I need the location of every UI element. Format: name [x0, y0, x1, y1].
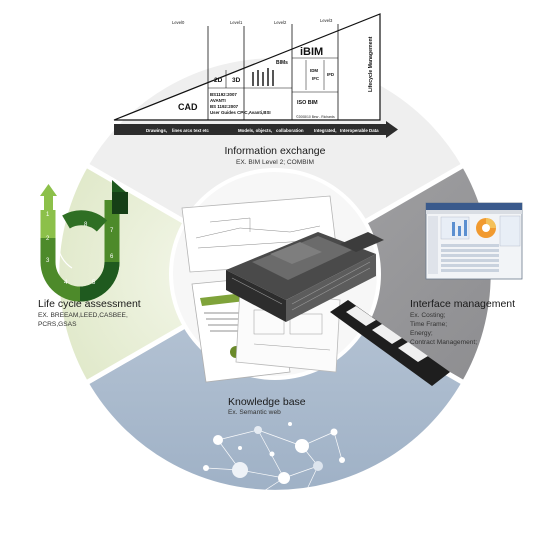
lifecycle-num-4: 4	[64, 280, 68, 286]
ifd-label: IFD	[327, 72, 334, 77]
center-collage	[181, 195, 450, 386]
knowledge-base-title: Knowledge base	[228, 396, 306, 408]
maturity-axis-arrowhead	[386, 121, 398, 138]
lifecycle-num-6: 6	[110, 254, 114, 260]
bim-maturity-diagram: Level0 Level1 Level2 Level3 CAD 2D 3D BI…	[113, 13, 398, 138]
lifecycle-num-2: 2	[46, 236, 50, 242]
3d-label: 3D	[232, 77, 241, 84]
interface-management-title: Interface management	[410, 298, 515, 310]
bims-label: BIMs	[276, 60, 288, 66]
credit-label: ©2008/10 Bew - Richards	[296, 115, 335, 119]
level-2-label: Level2	[274, 20, 287, 25]
building-model	[226, 232, 384, 322]
axis-item-2: lines arcs text etc	[172, 128, 209, 133]
axis-item-6: Interoperable Data	[340, 128, 379, 133]
lifecycle-num-7: 7	[110, 228, 114, 234]
lifecycle-num-1: 1	[46, 212, 50, 218]
semantic-network-nodes	[203, 422, 345, 509]
film-strip	[330, 300, 450, 386]
interface-line-1: Ex. Costing;	[410, 312, 446, 319]
ifc-label: IFC	[312, 76, 320, 81]
standard-1: BS1192:2007	[210, 92, 237, 97]
bims-bars	[252, 68, 274, 86]
lifecycle-loop-icon: 1 2 3 4 5 6 7 8	[40, 180, 128, 302]
lifecycle-num-3: 3	[46, 258, 50, 264]
lifecycle-num-8: 8	[84, 222, 88, 228]
life-cycle-line-1: EX. BREEAM,LEED,CASBEE,	[38, 312, 128, 319]
cad-label: CAD	[178, 102, 198, 112]
standard-3: BS 1192:2007	[210, 104, 239, 109]
idm-label: IDM	[310, 68, 318, 73]
lifecycle-management-label: Lifecycle Management	[368, 36, 374, 92]
standard-4: User Guides CPIC,Avanti,BSI	[210, 110, 271, 115]
interface-line-2: Time Frame;	[410, 321, 447, 328]
software-screenshot	[425, 202, 523, 280]
information-exchange-title: Information exchange	[225, 145, 326, 157]
axis-item-3: Models, objects,	[238, 128, 272, 133]
axis-item-1: Drawings,	[146, 128, 167, 133]
axis-item-5: Integrated,	[314, 128, 336, 133]
level-3-label: Level3	[320, 18, 333, 23]
life-cycle-assessment-title: Life cycle assessment	[38, 298, 141, 310]
level-1-label: Level1	[230, 20, 243, 25]
interface-line-4: Contract Management;	[410, 339, 477, 346]
iso-bim-label: ISO BIM	[297, 100, 318, 106]
maturity-triangle	[113, 13, 381, 121]
knowledge-base-subtitle: Ex. Semantic web	[228, 409, 281, 416]
2d-label: 2D	[214, 77, 223, 84]
level-0-label: Level0	[172, 20, 185, 25]
standard-2: AVANTI	[210, 98, 226, 103]
life-cycle-line-2: PCRS,GSAS	[38, 321, 77, 328]
maturity-axis-bar	[114, 124, 386, 135]
interface-line-3: Energy;	[410, 330, 433, 337]
ibim-label: iBIM	[300, 46, 323, 58]
lifecycle-num-5: 5	[92, 280, 96, 286]
axis-item-4: collaboration	[276, 128, 304, 133]
information-exchange-subtitle: EX. BIM Level 2; COMBIM	[236, 159, 314, 166]
